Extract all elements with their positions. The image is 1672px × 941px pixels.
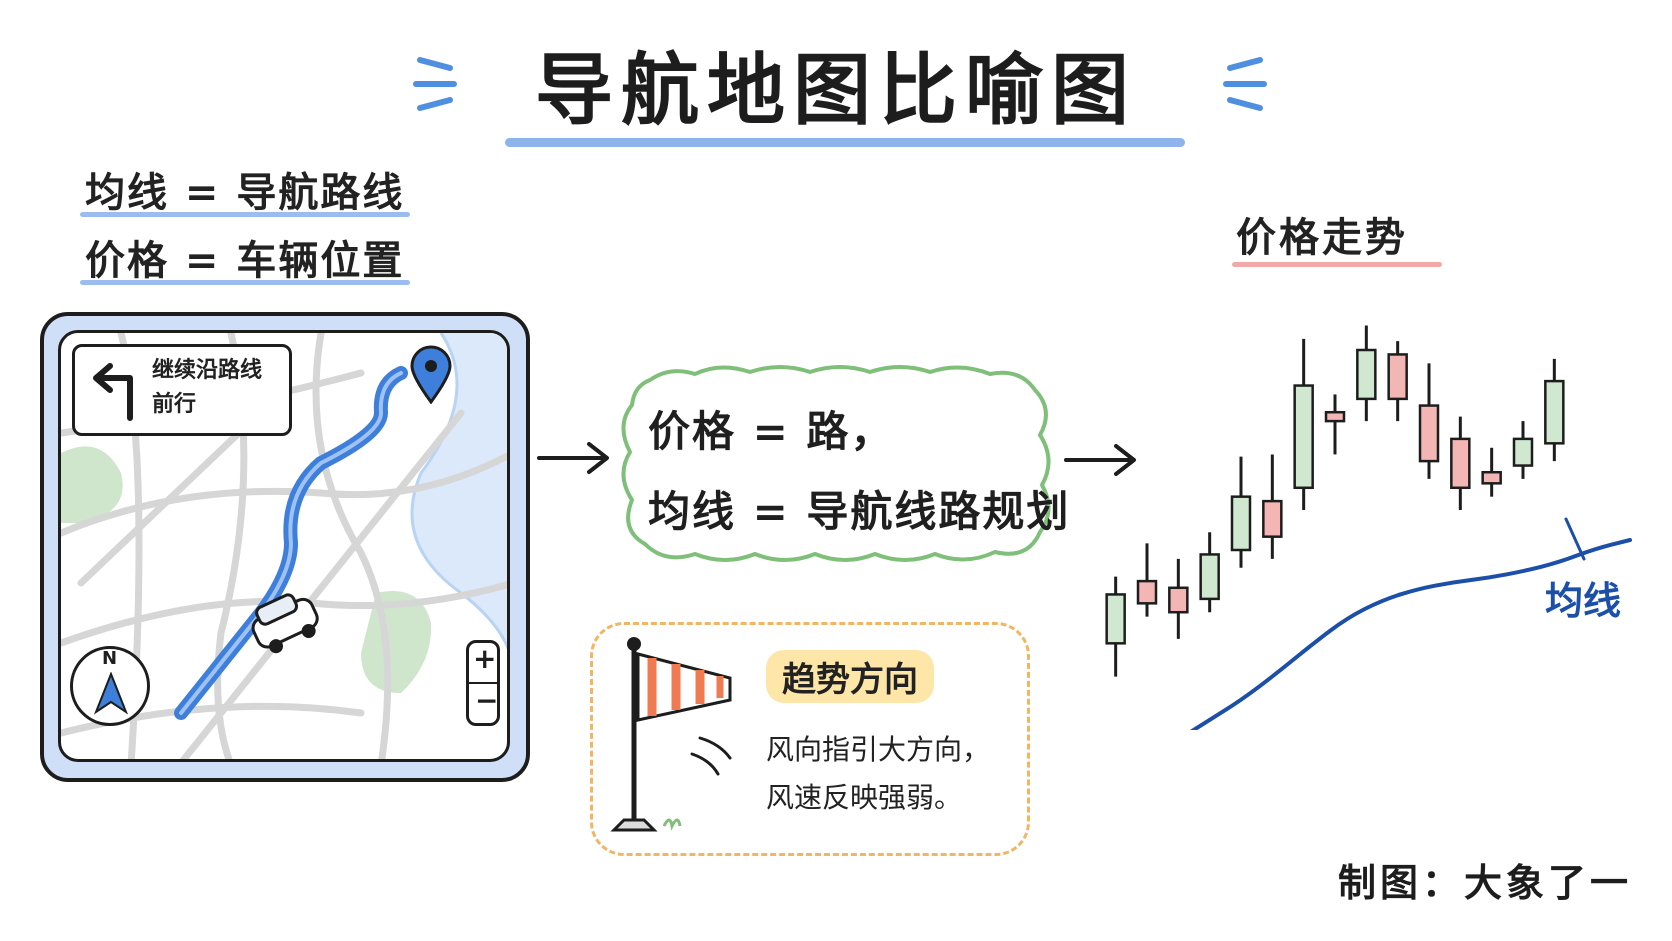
candle-bear (1136, 579, 1158, 605)
zoom-in-button[interactable]: + (473, 642, 497, 675)
ma-label-pointer (1564, 517, 1586, 561)
wind-analogy-box (590, 622, 1030, 856)
credit-text: 制图：大象了一 (1338, 861, 1633, 905)
wind-text-line1: 风向指引大方向， (766, 733, 991, 766)
label-price-car: 价格 = 车辆位置 (85, 238, 405, 284)
nav-instruction-line1: 继续沿路线 (152, 358, 263, 383)
trend-direction-badge: 趋势方向 (766, 650, 934, 703)
title-accent-left (413, 57, 457, 111)
candle-bull (1512, 437, 1534, 467)
ma-label: 均线 (1545, 579, 1622, 623)
candle-bear (1450, 437, 1471, 490)
concept-cloud-box (621, 365, 1051, 562)
location-pin-icon (410, 345, 452, 404)
candle-bull (1199, 553, 1220, 601)
nav-instruction-line2: 前行 (152, 392, 197, 417)
label-ma-underline (80, 212, 410, 217)
candle-bull (1105, 593, 1126, 645)
zoom-out-button[interactable]: − (475, 684, 499, 717)
windsock-icon (610, 637, 732, 832)
title-accent-right (1223, 57, 1267, 111)
candle-bull (1356, 348, 1377, 401)
candle-bear (1262, 499, 1283, 538)
candle-bull (1544, 379, 1565, 445)
concept-line-price-road: 价格 = 路， (648, 407, 895, 456)
arrow-right-icon (537, 442, 609, 474)
moving-average-line (1189, 538, 1632, 730)
concept-line-ma-plan: 均线 = 导航线路规划 (648, 487, 1071, 536)
chart-title-underline (1232, 262, 1442, 267)
map-streets (61, 333, 507, 759)
label-ma-route: 均线 = 导航路线 (85, 170, 405, 216)
candle-bear (1481, 470, 1502, 485)
label-price-underline (80, 280, 410, 285)
candle-bear (1168, 586, 1189, 614)
candle-bear (1387, 353, 1408, 401)
candle-bull (1293, 384, 1314, 490)
candlestick-chart (1105, 325, 1632, 730)
zoom-divider (469, 682, 497, 684)
car-icon (251, 593, 319, 654)
turn-left-arrow-icon (93, 363, 133, 421)
arrow-right-icon (1064, 444, 1136, 476)
compass-north-label: N (102, 648, 118, 669)
candle-bear (1324, 410, 1346, 423)
page-title: 导航地图比喻图 (534, 46, 1137, 136)
title-underline (505, 138, 1185, 147)
compass-arrow-icon (94, 672, 128, 715)
wind-text-line2: 风速反映强弱。 (766, 781, 963, 814)
candle-bull (1230, 495, 1252, 552)
chart-title: 价格走势 (1236, 215, 1408, 261)
candle-bear (1418, 404, 1440, 463)
